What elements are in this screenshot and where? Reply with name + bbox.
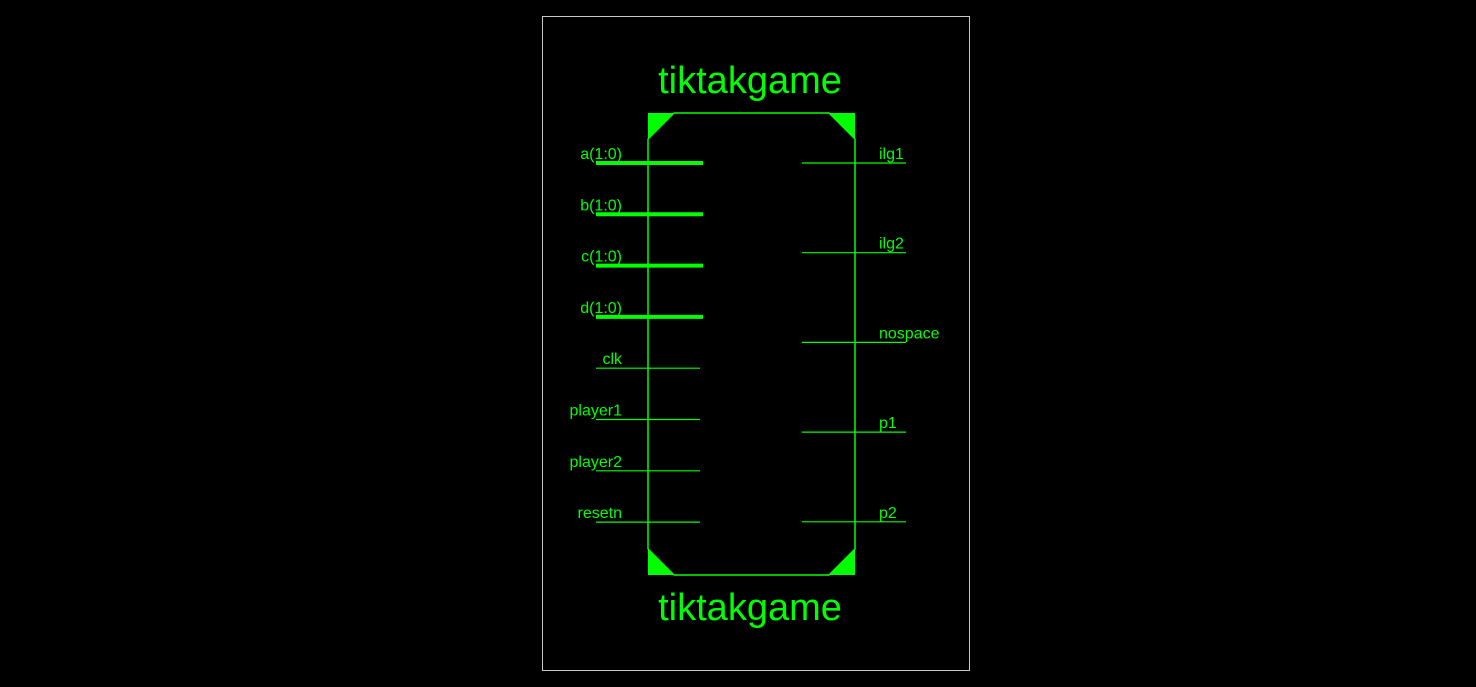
- input-pin-label: resetn: [578, 505, 622, 522]
- symbol-name-bottom: tiktakgame: [658, 587, 842, 629]
- symbol-outline: [647, 112, 856, 576]
- output-pin-label: ilg1: [879, 146, 904, 163]
- input-pin-label: d(1:0): [580, 300, 622, 317]
- sheet-frame: [542, 16, 970, 671]
- symbol-name-top: tiktakgame: [658, 60, 842, 102]
- corner-marker-top-right: [829, 113, 855, 139]
- corner-marker-bottom-left: [648, 549, 674, 575]
- input-pin-label: clk: [602, 351, 623, 368]
- output-pin-label: nospace: [879, 325, 940, 342]
- output-pins: ilg1 ilg2 nospace p1 p2: [802, 146, 940, 523]
- input-pin-label: player1: [570, 403, 623, 420]
- corner-marker-top-left: [648, 113, 674, 139]
- input-pin-label: b(1:0): [580, 197, 622, 214]
- input-pin-label: a(1:0): [580, 146, 622, 163]
- symbol-body[interactable]: [647, 112, 856, 576]
- output-pin-label: p2: [879, 505, 897, 522]
- output-pin-label: p1: [879, 415, 897, 432]
- input-pin-label: player2: [570, 454, 623, 471]
- input-pin-label: c(1:0): [581, 249, 622, 266]
- input-pins: a(1:0) b(1:0) c(1:0) d(1:0) clk player1 player…: [570, 146, 703, 523]
- output-pin-label: ilg2: [879, 236, 904, 253]
- corner-marker-bottom-right: [829, 549, 855, 575]
